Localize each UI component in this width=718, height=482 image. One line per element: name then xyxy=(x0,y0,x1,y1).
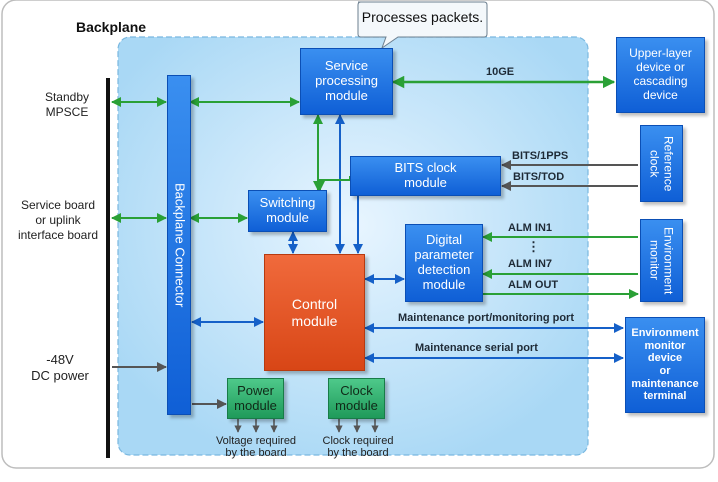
label-service-line: interface board xyxy=(17,228,99,242)
module-label-line: Reference xyxy=(661,135,676,192)
switching-module: Switching module xyxy=(248,190,327,232)
module-label-line: cascading xyxy=(633,74,688,88)
label-service-line: Service board xyxy=(20,198,96,212)
bits-clock-module: BITS clock module xyxy=(350,156,501,196)
callout-text: Processes packets. xyxy=(361,9,484,25)
label-alm-in1: ALM IN1 xyxy=(508,222,552,234)
diagram-title: Backplane xyxy=(76,19,147,35)
module-label-line: parameter xyxy=(414,247,474,263)
module-label-line: Environment xyxy=(631,327,699,340)
module-label-line: terminal xyxy=(643,390,687,403)
label-service-line: or uplink xyxy=(35,213,81,227)
label-maint-port: Maintenance port/monitoring port xyxy=(398,312,574,324)
label-power-line: DC power xyxy=(31,368,89,383)
module-label-line: module xyxy=(422,276,466,292)
label-alm-dots: ⋮ xyxy=(527,239,540,254)
module-label-line: module xyxy=(266,210,309,225)
module-label-line: module xyxy=(335,397,378,413)
module-label-line: device xyxy=(643,87,678,102)
label-dc-power: -48V DC power xyxy=(20,352,100,384)
label-maint-serial: Maintenance serial port xyxy=(415,342,538,354)
control-module: Control module xyxy=(264,254,365,371)
module-label-line: module xyxy=(291,312,338,329)
label-alm-in7: ALM IN7 xyxy=(508,258,552,270)
module-label-line: Clock xyxy=(340,382,373,398)
label-bits-1pps: BITS/1PPS xyxy=(512,150,569,162)
module-label-line: monitor device xyxy=(644,339,686,365)
label-clock-line: by the board xyxy=(327,447,389,459)
module-label-line: Upper-layer xyxy=(629,46,692,61)
module-label-line: device or xyxy=(636,60,685,75)
power-module: Power module xyxy=(227,378,284,419)
module-label-line: Digital xyxy=(425,232,463,248)
upper-layer-device: Upper-layer device or cascading device xyxy=(616,37,705,113)
service-processing-module: Service processing module xyxy=(300,48,393,115)
module-label-line: or maintenance xyxy=(631,365,699,390)
environment-monitor-label: Environment monitor xyxy=(648,227,676,294)
module-label-line: Switching xyxy=(259,195,316,211)
clock-module: Clock module xyxy=(328,378,385,419)
module-label-line: clock xyxy=(647,149,662,178)
backplane-connector: Backplane Connector xyxy=(167,75,191,415)
environment-monitor: Environment monitor xyxy=(640,219,683,302)
label-voltage-line: by the board xyxy=(225,447,287,459)
label-voltage-line: Voltage required xyxy=(215,435,297,447)
label-clock-required: Clock required by the board xyxy=(308,435,408,459)
module-label-line: BITS clock xyxy=(394,160,457,176)
environment-monitor-device: Environment monitor device or maintenanc… xyxy=(625,317,705,413)
label-standby-line: MPSCE xyxy=(45,105,89,119)
module-label-line: processing xyxy=(315,73,378,89)
label-alm-out: ALM OUT xyxy=(508,279,559,291)
module-label-line: monitor xyxy=(647,240,662,281)
label-standby: Standby MPSCE xyxy=(30,90,104,120)
module-label-line: Service xyxy=(324,58,369,74)
label-standby-line: Standby xyxy=(44,90,90,104)
backplane-bus xyxy=(106,78,110,458)
module-label-line: Control xyxy=(291,296,338,313)
backplane-connector-label: Backplane Connector xyxy=(172,182,188,308)
module-label-line: Environment xyxy=(661,226,676,295)
label-voltage-required: Voltage required by the board xyxy=(205,435,307,459)
module-label-line: module xyxy=(234,397,277,413)
module-label-line: detection xyxy=(417,262,471,277)
label-service-board: Service board or uplink interface board xyxy=(10,198,106,243)
module-label-line: Power xyxy=(237,382,274,398)
label-clock-line: Clock required xyxy=(322,435,394,447)
label-bits-tod: BITS/TOD xyxy=(513,171,565,183)
module-label-line: module xyxy=(404,175,447,190)
digital-parameter-module: Digital parameter detection module xyxy=(405,224,483,302)
reference-clock-label: Reference clock xyxy=(648,136,676,191)
label-power-line: -48V xyxy=(46,352,74,367)
module-label-line: module xyxy=(325,87,368,103)
label-10ge: 10GE xyxy=(486,66,515,78)
reference-clock: Reference clock xyxy=(640,125,683,202)
